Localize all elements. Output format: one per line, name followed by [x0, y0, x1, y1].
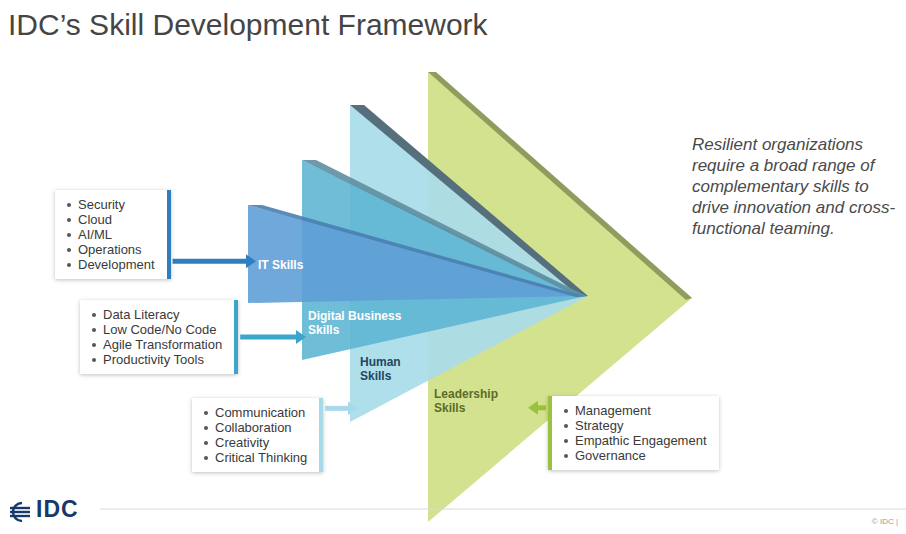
bullet-dot: [67, 203, 71, 207]
skill-band-label: Leadership Skills: [432, 384, 528, 418]
bullet-text: Creativity: [215, 435, 269, 450]
bullet-text: Development: [78, 257, 155, 272]
arrow-shaft: [538, 405, 546, 410]
bullet-text: Critical Thinking: [215, 450, 307, 465]
bullet-dot: [204, 456, 208, 460]
band-title: IT Skills: [258, 258, 314, 272]
bullet-dot: [92, 328, 96, 332]
bullet-item: Critical Thinking: [202, 450, 307, 465]
bullet-item: Productivity Tools: [90, 352, 222, 367]
bullet-item: Cloud: [65, 212, 155, 227]
bullet-dot: [92, 313, 96, 317]
bullet-dot: [92, 358, 96, 362]
bullet-dot: [92, 343, 96, 347]
bullet-text: Strategy: [575, 418, 623, 433]
it-band-edge: [248, 205, 584, 297]
arrow-shaft: [173, 259, 246, 264]
bullet-dot: [204, 426, 208, 430]
bullet-item: Creativity: [202, 435, 307, 450]
logo-text: IDC: [36, 496, 79, 523]
bullet-dot: [564, 424, 568, 428]
skill-band-label: IT Skills: [256, 255, 316, 275]
diagram-title: IDC’s Skill Development Framework: [8, 8, 488, 42]
logo-symbol: [10, 503, 30, 521]
bullet-text: Operations: [78, 242, 142, 257]
bullet-item: Data Literacy: [90, 307, 222, 322]
footer-rule: [100, 509, 906, 510]
arrow-head: [528, 401, 538, 415]
skill-band-label: Digital Business Skills: [306, 306, 406, 347]
bullet-item: Low Code/No Code: [90, 322, 222, 337]
bullet-item: Development: [65, 257, 155, 272]
bullet-item: Strategy: [562, 418, 707, 433]
skill-arrow: [240, 330, 306, 344]
bullet-item: AI/ML: [65, 227, 155, 242]
bullet-text: AI/ML: [78, 227, 112, 242]
bullet-text: Agile Transformation: [103, 337, 222, 352]
skill-list-box: Data LiteracyLow Code/No CodeAgile Trans…: [80, 300, 238, 374]
skill-list-box: SecurityCloudAI/MLOperationsDevelopment: [55, 190, 171, 279]
bullet-item: Empathic Engagement: [562, 433, 707, 448]
bullet-text: Cloud: [78, 212, 112, 227]
arrow-head: [296, 330, 306, 344]
arrow-head: [246, 254, 256, 268]
bullet-text: Empathic Engagement: [575, 433, 707, 448]
arrow-shaft: [325, 406, 348, 411]
bullet-dot: [564, 454, 568, 458]
skill-band-label: Human Skills: [358, 352, 410, 416]
skill-list-box: CommunicationCollaborationCreativityCrit…: [192, 398, 323, 472]
bullet-item: Agile Transformation: [90, 337, 222, 352]
band-title: Digital Business Skills: [308, 309, 404, 337]
bullet-dot: [67, 263, 71, 267]
skill-arrow: [325, 401, 358, 415]
bullet-dot: [67, 248, 71, 252]
bullet-dot: [67, 233, 71, 237]
bullet-text: Data Literacy: [103, 307, 180, 322]
band-title: Human Skills: [360, 355, 408, 383]
bullet-dot: [204, 411, 208, 415]
skill-arrow: [173, 254, 256, 268]
bullet-item: Security: [65, 197, 155, 212]
bullet-item: Collaboration: [202, 420, 307, 435]
arrow-shaft: [240, 335, 296, 340]
band-title: Leadership Skills: [434, 387, 526, 415]
bullet-text: Communication: [215, 405, 305, 420]
bullet-dot: [204, 441, 208, 445]
it-band-shape: [248, 205, 584, 303]
arrow-head: [348, 401, 358, 415]
copyright-text: © IDC |: [872, 517, 898, 526]
bullet-dot: [564, 439, 568, 443]
bullet-item: Governance: [562, 448, 707, 463]
bullet-text: Productivity Tools: [103, 352, 204, 367]
skill-list-box: ManagementStrategyEmpathic EngagementGov…: [548, 396, 719, 470]
bullet-dot: [564, 409, 568, 413]
bullet-item: Communication: [202, 405, 307, 420]
bullet-text: Low Code/No Code: [103, 322, 216, 337]
bullet-item: Management: [562, 403, 707, 418]
bullet-text: Governance: [575, 448, 646, 463]
bullet-item: Operations: [65, 242, 155, 257]
bullet-text: Management: [575, 403, 651, 418]
tagline-text: Resilient organizations require a broad …: [692, 134, 904, 239]
skill-arrow: [528, 401, 546, 415]
bullet-dot: [67, 218, 71, 222]
bullet-text: Security: [78, 197, 125, 212]
bullet-text: Collaboration: [215, 420, 292, 435]
